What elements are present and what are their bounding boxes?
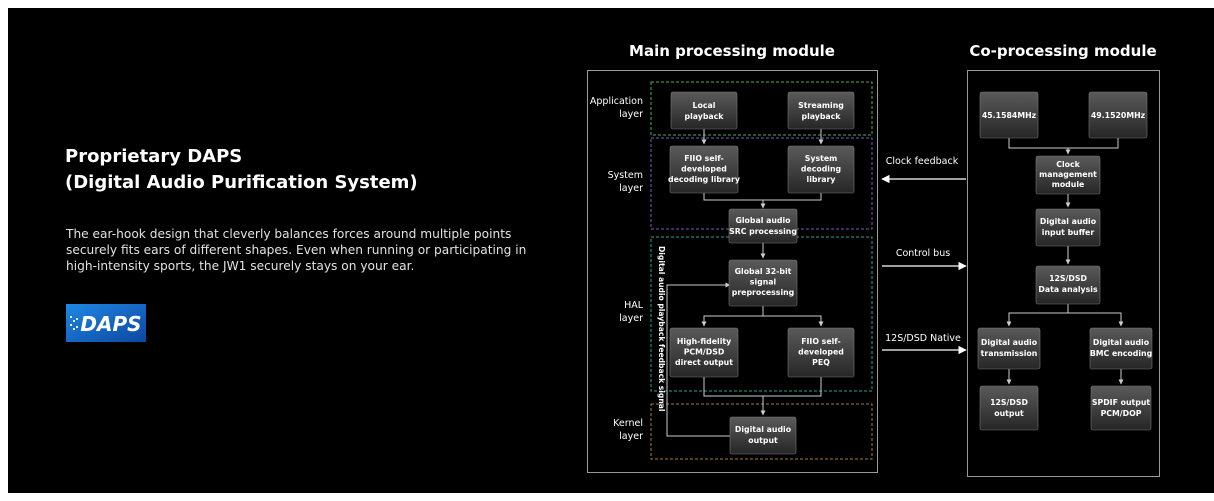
application-layer-region: [650, 81, 873, 136]
promo-panel: Proprietary DAPS (Digital Audio Purifica…: [8, 8, 1214, 493]
title-line-1: Proprietary DAPS: [65, 146, 243, 167]
title-line-2: (Digital Audio Purification System): [65, 172, 418, 193]
daps-logo-text: DAPS: [80, 312, 141, 336]
block-clock-45mhz: 45.1584MHz: [979, 91, 1039, 139]
page-title: Proprietary DAPS (Digital Audio Purifica…: [65, 144, 418, 196]
kernel-layer-region: [650, 403, 873, 460]
co-connectors: [1006, 138, 1124, 385]
description-text: The ear-hook design that cleverly balanc…: [66, 227, 527, 273]
inter-module-arrows: [881, 174, 967, 355]
control-bus-label: Control bus: [896, 248, 950, 259]
svg-text:49.1520MHz: 49.1520MHz: [1091, 111, 1146, 120]
co-module-frame: [967, 70, 1160, 477]
main-module-frame: [587, 70, 878, 473]
kernel-layer-label: Kernel: [613, 418, 643, 429]
main-module-heading: Main processing module: [629, 42, 835, 60]
feedback-signal-label: Digital audio playback feedback signal: [657, 246, 666, 412]
hal-layer-label: HAL: [624, 300, 644, 311]
feedback-loop-line: [666, 282, 731, 437]
daps-logo: DAPS: [66, 304, 146, 342]
system-layer-label: System: [608, 170, 643, 181]
clock-feedback-label: Clock feedback: [886, 156, 959, 167]
architecture-diagram: Main processing module Co-processing mod…: [587, 42, 1160, 477]
svg-text:45.1584MHz: 45.1584MHz: [982, 111, 1037, 120]
co-module-heading: Co-processing module: [969, 42, 1156, 60]
main-connectors: [701, 129, 824, 416]
block-clock-49mhz: 49.1520MHz: [1088, 91, 1148, 139]
application-layer-label: Application: [590, 96, 643, 107]
i2s-native-label: 12S/DSD Native: [885, 333, 961, 344]
